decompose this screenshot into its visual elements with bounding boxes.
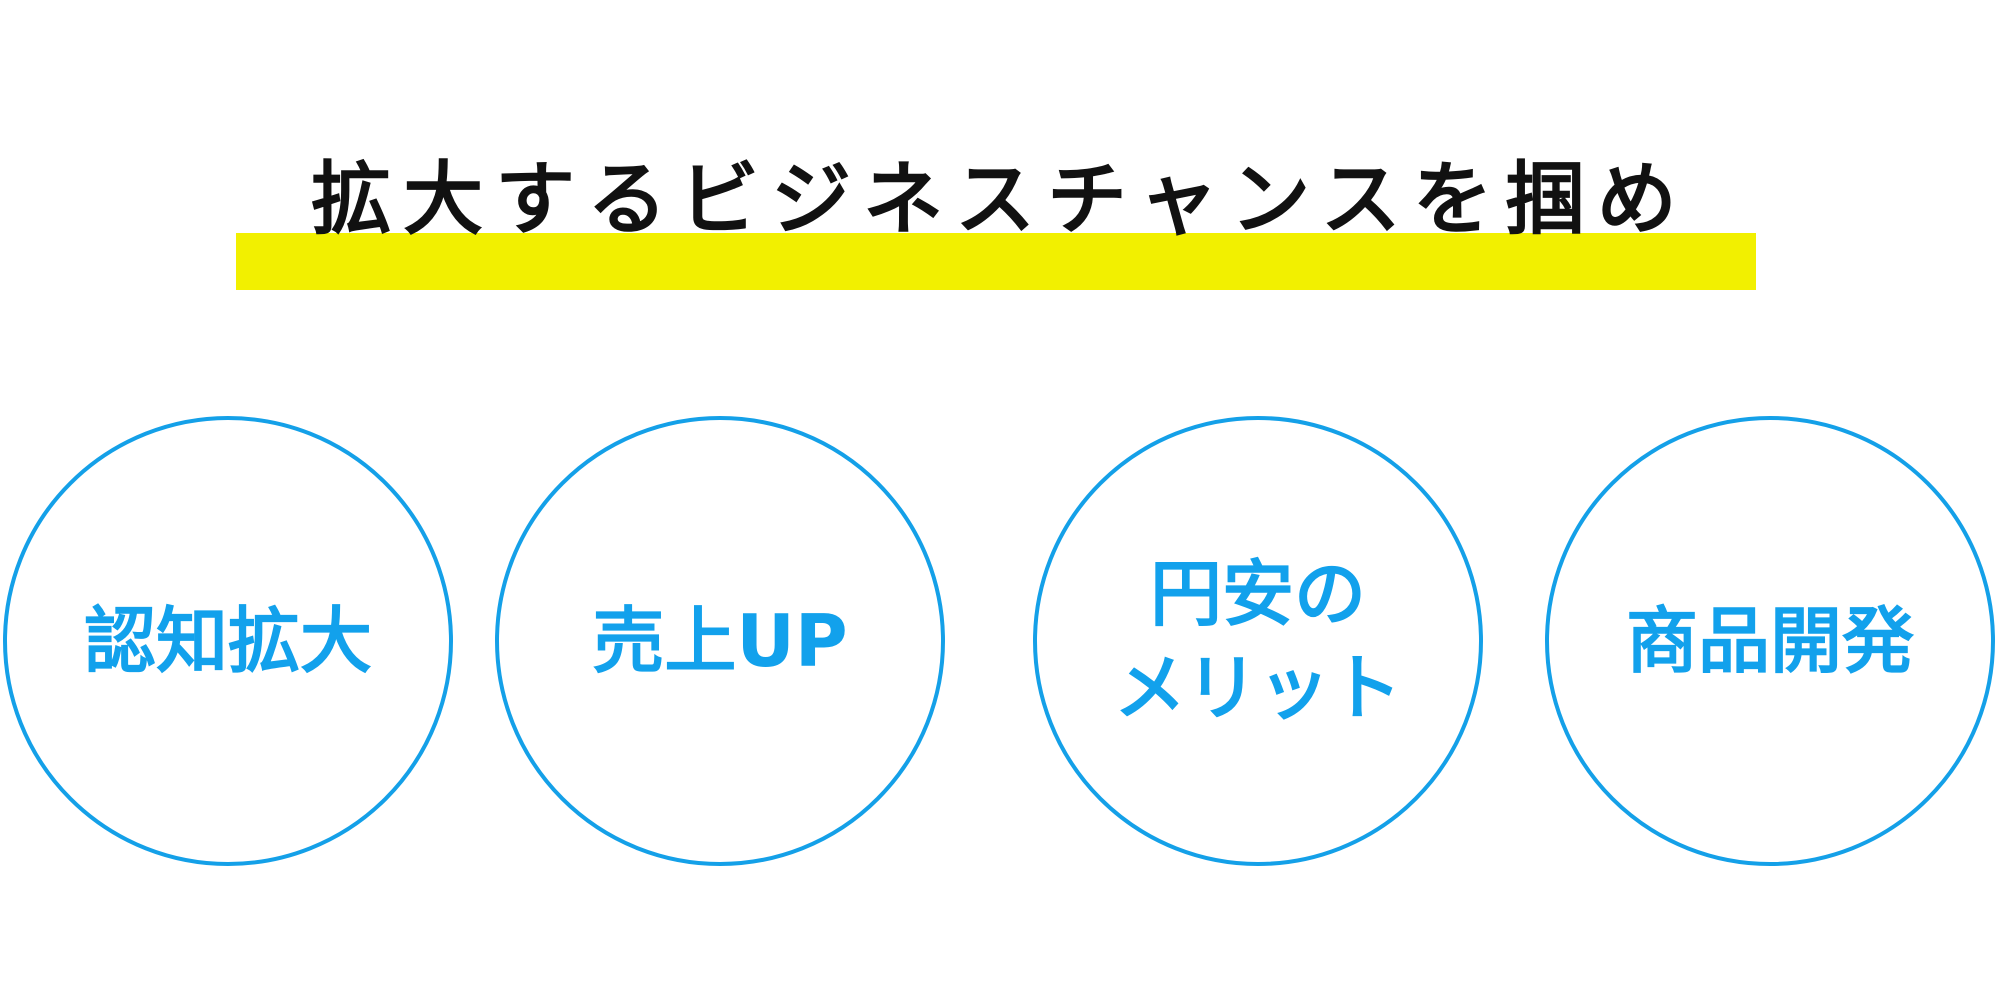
benefit-label: 売上UP (592, 599, 848, 683)
heading-highlight-bar (236, 233, 1756, 290)
benefit-circle-awareness: 認知拡大 (3, 416, 453, 866)
page-title: 拡大するビジネスチャンスを掴め (311, 153, 1689, 246)
benefit-label: 円安の メリット (1113, 552, 1402, 730)
benefit-circle-product-dev: 商品開発 (1545, 416, 1995, 866)
benefit-circle-weak-yen: 円安の メリット (1033, 416, 1483, 866)
benefit-label: 商品開発 (1625, 599, 1914, 683)
benefit-circle-sales: 売上UP (495, 416, 945, 866)
benefit-label: 認知拡大 (83, 599, 372, 683)
